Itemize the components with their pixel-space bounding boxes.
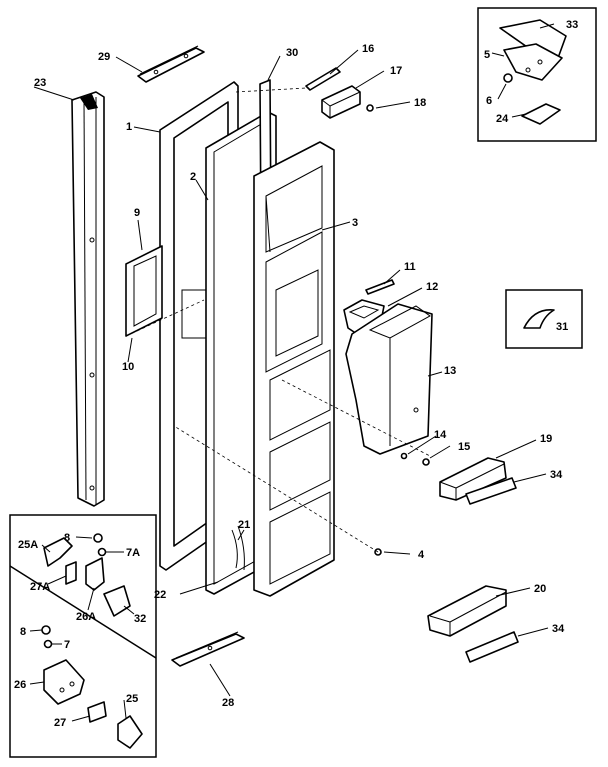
part-6-bushing (503, 73, 513, 83)
label-17: 17 (390, 65, 402, 77)
label-7a: 7A (126, 547, 140, 559)
part-13-housing (345, 303, 433, 455)
dash-line-mid (281, 379, 431, 457)
label-34-top: 34 (550, 469, 563, 481)
label-27: 27 (54, 717, 66, 729)
inset-box-hinge-bottom (9, 514, 157, 758)
part-14-screw (400, 452, 408, 460)
part-3-door-liner (253, 141, 335, 597)
part-34-strip-top (465, 477, 517, 505)
part-28-bracket (171, 631, 245, 667)
label-20: 20 (534, 583, 546, 595)
label-8-top: 8 (64, 532, 70, 544)
label-14: 14 (434, 429, 447, 441)
label-25a: 25A (18, 539, 38, 551)
part-33-hinge-cover (499, 19, 567, 81)
label-6: 6 (486, 95, 492, 107)
label-11: 11 (404, 261, 416, 273)
part-19-bin (439, 457, 507, 501)
dash-line-4 (173, 425, 379, 553)
label-28: 28 (222, 697, 234, 709)
part-31-part (523, 309, 555, 329)
label-3: 3 (352, 217, 358, 229)
label-16: 16 (362, 43, 374, 55)
part-29-bracket (137, 45, 205, 83)
part-17-block (321, 85, 361, 119)
label-23: 23 (34, 77, 46, 89)
label-21: 21 (238, 519, 250, 531)
label-24: 24 (496, 113, 509, 125)
label-18: 18 (414, 97, 426, 109)
part-24-plate (521, 103, 561, 125)
label-26a: 26A (76, 611, 96, 623)
part-21-22-wires (231, 525, 245, 571)
inset-divider (9, 565, 157, 659)
label-26: 26 (14, 679, 26, 691)
label-15: 15 (458, 441, 470, 453)
label-12: 12 (426, 281, 438, 293)
part-15-screw (422, 458, 430, 466)
label-30: 30 (286, 47, 298, 59)
label-8-bottom: 8 (20, 626, 26, 638)
part-18-screw (366, 104, 374, 112)
label-4: 4 (418, 549, 425, 561)
label-34-bottom: 34 (552, 623, 565, 635)
label-10: 10 (122, 361, 134, 373)
label-33: 33 (566, 19, 578, 31)
part-9-panel (125, 245, 205, 337)
hinge-bottom-inset-parts (41, 533, 143, 749)
part-11-pin (365, 279, 395, 295)
label-25: 25 (126, 693, 138, 705)
label-31: 31 (556, 321, 568, 333)
inset-box-part-31 (505, 289, 583, 349)
label-27a: 27A (30, 581, 50, 593)
part-20-bin (427, 585, 507, 637)
label-2: 2 (190, 171, 196, 183)
label-1: 1 (126, 121, 132, 133)
label-29: 29 (98, 51, 110, 63)
inset-box-hinge-top (477, 7, 597, 142)
leader-lines (29, 23, 555, 722)
label-32: 32 (134, 613, 146, 625)
dash-line-top (235, 87, 307, 93)
label-7: 7 (64, 639, 70, 651)
label-22: 22 (154, 589, 166, 601)
label-19: 19 (540, 433, 552, 445)
part-23-side-trim (71, 91, 105, 507)
part-34-strip-bottom (465, 631, 519, 663)
label-5: 5 (484, 49, 490, 61)
label-13: 13 (444, 365, 456, 377)
part-16-pin (305, 67, 341, 91)
label-9: 9 (134, 207, 140, 219)
